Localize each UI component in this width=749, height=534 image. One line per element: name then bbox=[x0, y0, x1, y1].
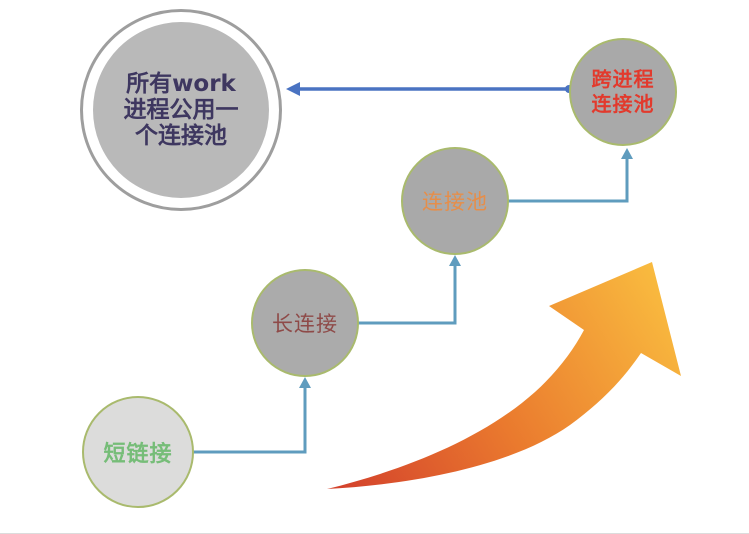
growth-arrow-shape bbox=[327, 262, 681, 489]
hub-circle-ring: 所有work 进程公用一 个连接池 bbox=[80, 9, 282, 211]
connector-pool-to-cross bbox=[508, 148, 633, 203]
connector-pool-to-cross-arrowhead bbox=[621, 148, 633, 159]
node-short-link-label: 短链接 bbox=[103, 442, 173, 467]
connector-short-to-long-arrowhead bbox=[299, 377, 311, 388]
connector-short-to-long bbox=[193, 377, 311, 454]
node-connection-pool-label: 连接池 bbox=[422, 190, 488, 214]
hub-label-line1: 所有work bbox=[126, 71, 236, 97]
hub-label-line3: 个连接池 bbox=[135, 123, 227, 149]
connector-pool-to-cross-line bbox=[508, 157, 629, 203]
connector-long-to-pool-line bbox=[358, 264, 457, 325]
hub-label-line2: 进程公用一 bbox=[123, 97, 239, 123]
node-cross-process-pool-label-line1: 跨进程 bbox=[591, 67, 655, 91]
node-cross-process-pool: 跨进程 连接池 bbox=[569, 38, 677, 146]
node-long-connection: 长连接 bbox=[251, 269, 359, 377]
connector-cross-to-hub bbox=[286, 82, 573, 96]
node-short-link: 短链接 bbox=[82, 396, 194, 508]
hub-circle: 所有work 进程公用一 个连接池 bbox=[93, 22, 269, 198]
node-connection-pool: 连接池 bbox=[401, 147, 509, 255]
connector-cross-to-hub-arrowhead bbox=[286, 82, 300, 96]
connector-long-to-pool bbox=[358, 255, 461, 325]
connector-long-to-pool-arrowhead bbox=[449, 255, 461, 266]
connector-short-to-long-line bbox=[193, 386, 307, 454]
node-long-connection-label: 长连接 bbox=[272, 312, 338, 336]
growth-arrow bbox=[327, 262, 681, 489]
node-cross-process-pool-label-line2: 连接池 bbox=[591, 92, 655, 116]
